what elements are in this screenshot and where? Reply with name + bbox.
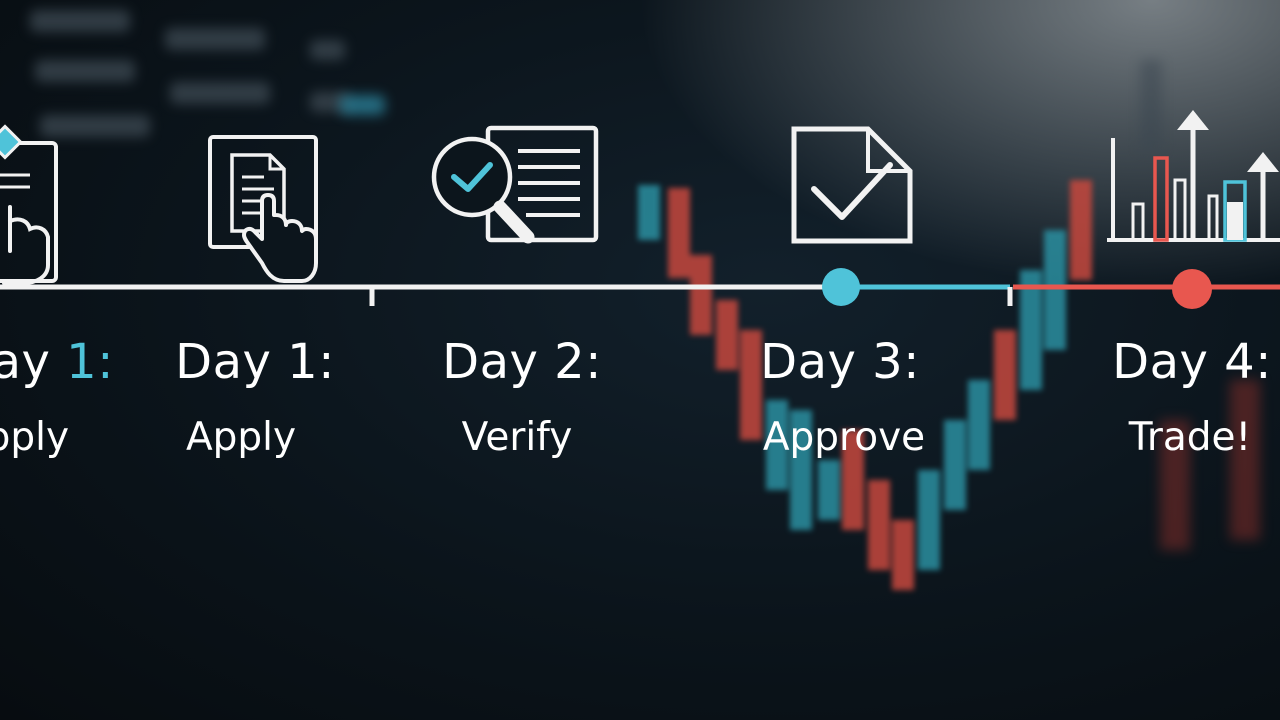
day-label-step-0: Day 1: (0, 338, 154, 386)
action-label-step-3: Approve (762, 415, 926, 460)
timeline-node-teal (822, 268, 860, 306)
action-label-step-1: Apply (185, 415, 297, 460)
action-label-step-0: Apply (0, 415, 70, 460)
action-label-step-2: Verify (461, 415, 573, 460)
document-check-icon (790, 125, 915, 247)
day-label-step-3: Day 3: (760, 334, 920, 390)
document-tap-icon (208, 135, 320, 285)
day-label-step-1: Day 1: (175, 334, 335, 390)
timeline-node-coral (1172, 269, 1212, 309)
action-label-step-4: Trade! (1128, 415, 1252, 460)
day-prefix: Day (0, 334, 51, 390)
day-number: 1: (66, 334, 114, 390)
day-label-step-4: Day 4: (1112, 334, 1272, 390)
application-form-hand-icon (0, 124, 70, 285)
day-label-step-2: Day 2: (442, 334, 602, 390)
rising-bar-chart-icon (1105, 108, 1280, 248)
magnifier-checklist-icon (430, 125, 605, 250)
